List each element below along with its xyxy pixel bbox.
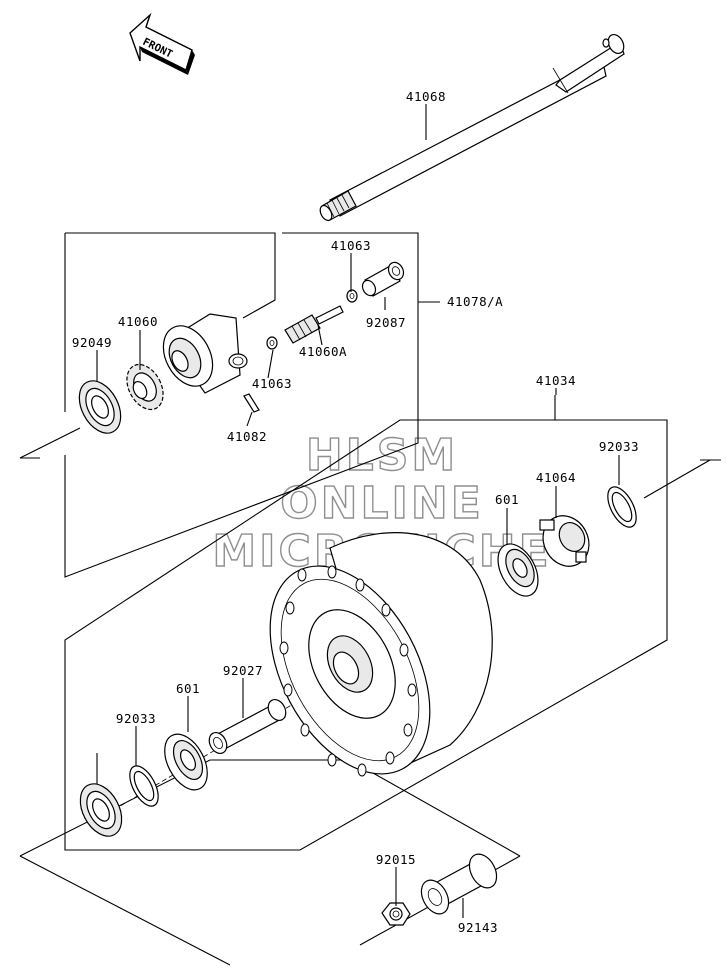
watermark-line-1: HLSM	[306, 430, 458, 481]
label-collar: 92143	[458, 920, 498, 935]
spacer-tube	[208, 698, 287, 755]
label-washer-upper: 41063	[331, 238, 371, 253]
bearing-right	[497, 543, 539, 597]
circlip-right	[607, 486, 637, 528]
drive-flange	[539, 515, 590, 567]
part-number-labels: 41068 41063 41078/A 92087 41060 92049 41…	[72, 89, 639, 935]
label-circlip-right: 92033	[599, 439, 639, 454]
front-direction-arrow-icon: FRONT	[129, 12, 195, 75]
label-housing-seal: 92049	[72, 335, 112, 350]
circlip-left	[129, 765, 159, 807]
bearing-left	[164, 733, 208, 791]
label-drive-flange: 41064	[536, 470, 576, 485]
label-washer-lower: 41063	[252, 376, 292, 391]
axle-shaft	[319, 33, 625, 222]
axle-nut	[381, 902, 411, 926]
label-speedometer-assembly: 41078/A	[447, 294, 503, 309]
leader-lines	[96, 104, 620, 918]
label-gear: 41060	[118, 314, 158, 329]
pinion-gear	[284, 305, 344, 344]
collar	[420, 853, 498, 915]
label-spacer: 92027	[223, 663, 263, 678]
pin	[243, 393, 260, 413]
wheel-hub	[269, 532, 493, 777]
speedometer-gear	[126, 363, 164, 411]
label-bushing: 92087	[366, 315, 406, 330]
washer-lower	[266, 336, 278, 350]
watermark-line-2: ONLINE	[280, 478, 484, 529]
label-wheel-hub: 41034	[536, 373, 576, 388]
label-bearing-left: 601	[176, 681, 200, 696]
label-axle: 41068	[406, 89, 446, 104]
label-pin: 41082	[227, 429, 267, 444]
washer-upper	[346, 289, 358, 303]
label-bearing-right: 601	[495, 492, 519, 507]
bushing	[361, 261, 405, 297]
speedometer-housing	[162, 313, 248, 394]
label-axle-nut: 92015	[376, 852, 416, 867]
label-pinion: 41060A	[299, 344, 347, 359]
housing-seal-upper	[78, 380, 122, 434]
seal-lower	[79, 783, 123, 837]
label-circlip-left: 92033	[116, 711, 156, 726]
